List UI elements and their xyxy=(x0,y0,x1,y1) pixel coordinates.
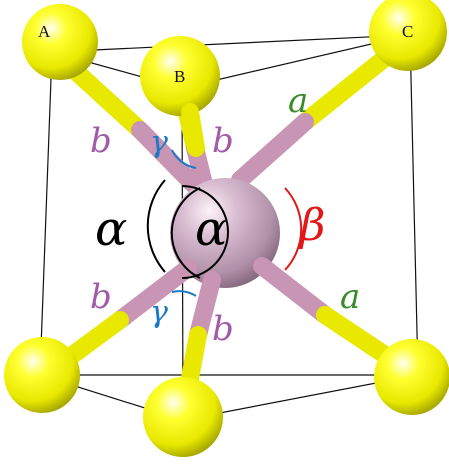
corner-label-a: A xyxy=(38,22,51,41)
corner-atoms-back xyxy=(22,0,447,116)
angle-label-alpha-right: α xyxy=(195,201,227,257)
corner-label-b: B xyxy=(174,67,185,86)
corner-atom-bottom-left xyxy=(4,337,80,413)
bond-label-b-bottom-left: b xyxy=(90,277,112,317)
gamma-arc-bottom xyxy=(171,290,197,297)
corner-atom-bottom-right xyxy=(374,339,449,415)
cell-edge xyxy=(409,34,419,376)
corner-atom-c xyxy=(369,0,447,71)
bond-label-a-top: a xyxy=(288,81,308,121)
bond-label-b-bottom-right: b xyxy=(212,309,234,349)
angle-label-alpha-left: α xyxy=(95,201,127,257)
corner-atom-a xyxy=(22,4,98,80)
angle-arcs xyxy=(146,149,303,297)
beta-arc xyxy=(284,187,303,271)
alpha-arc-right xyxy=(181,185,229,279)
central-atom xyxy=(170,178,280,288)
bond-yellow xyxy=(296,41,404,131)
corner-atoms-front xyxy=(4,337,449,457)
bond-pink xyxy=(111,259,197,329)
bond-b-front xyxy=(181,103,205,157)
bond-yellow xyxy=(181,103,205,157)
corner-atom-bottom-middle xyxy=(143,377,223,457)
cell-edge xyxy=(51,34,411,53)
bond-label-b-top-right: b xyxy=(212,121,234,161)
angle-label-gamma-top: γ xyxy=(150,125,168,160)
bond-pink xyxy=(131,121,204,195)
corner-atom-b xyxy=(140,36,220,116)
bond-label-b-top-left: b xyxy=(90,121,112,161)
alpha-arc-left-inner xyxy=(170,187,201,279)
bond-pink xyxy=(253,257,334,324)
alpha-arc-left xyxy=(146,179,166,273)
angle-label-beta: β xyxy=(298,200,325,251)
bond-pink xyxy=(189,271,221,344)
bond-label-a-bottom: a xyxy=(340,277,360,317)
bond-pink xyxy=(231,113,314,189)
corner-label-c: C xyxy=(402,22,413,41)
bond-yellow xyxy=(63,59,149,139)
gamma-arc-top xyxy=(171,149,197,169)
cell-edge xyxy=(39,51,53,376)
angle-label-gamma-bottom: γ xyxy=(150,295,168,330)
